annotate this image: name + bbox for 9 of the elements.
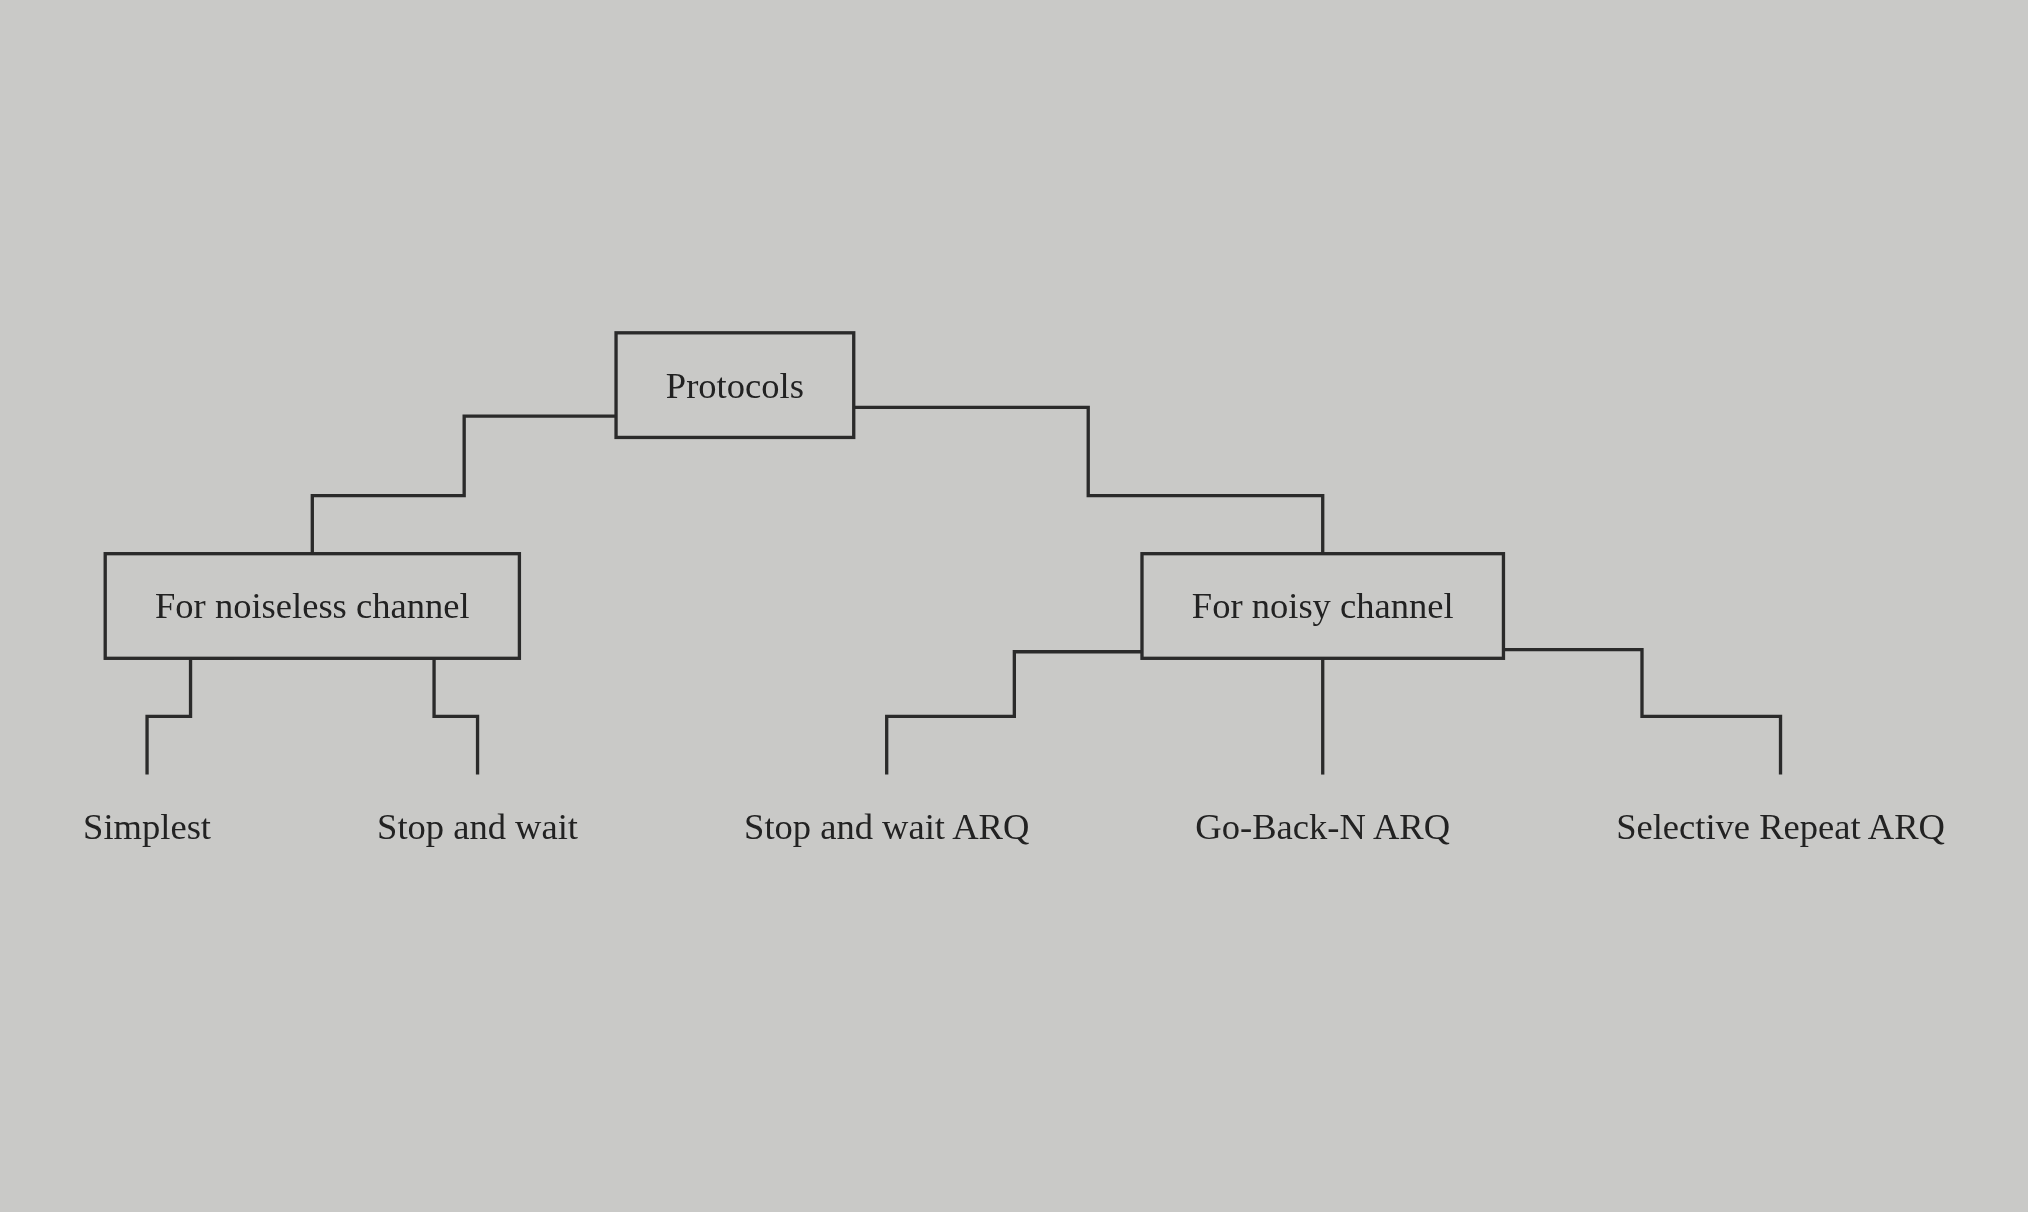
node-box: For noiseless channel [103, 552, 522, 660]
node-text: Selective Repeat ARQ [1616, 806, 1945, 848]
node-text: Stop and wait ARQ [744, 806, 1030, 848]
node-text: Go-Back-N ARQ [1195, 806, 1451, 848]
node-text: Stop and wait [377, 806, 579, 848]
node-box: Protocols [614, 331, 856, 440]
node-box: For noisy channel [1140, 552, 1506, 660]
connector [885, 650, 1142, 777]
node-text: Simplest [83, 806, 212, 848]
